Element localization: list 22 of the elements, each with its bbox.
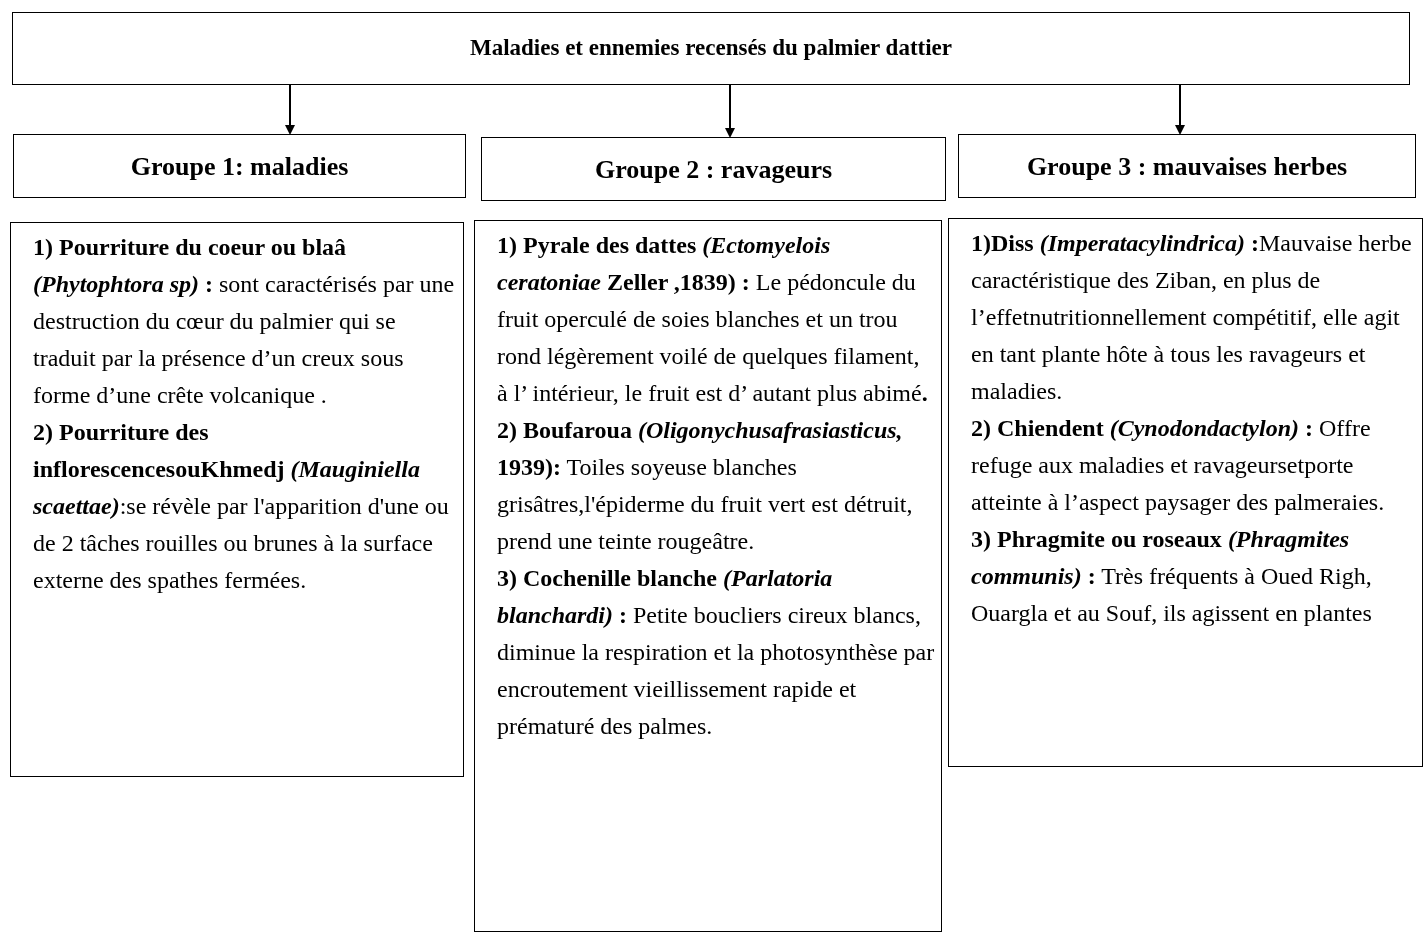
description-box [10,222,464,777]
description-paragraph: 3) Phragmite ou roseaux (Phragmites communis) : Très fréquents à Oued Righ, Ouargla et au Souf, ils agissent en plantes [971,525,1373,628]
group-heading: Groupe 3 : mauvaises herbes [1026,150,1348,183]
description-box [948,218,1423,767]
description-paragraph: 2) Boufaroua (Oligonychusafrasiasticus, 1939): Toiles soyeuse blanches grisâtres,l'épiderme du fruit vert est détruit, prend une teinte rougeâtre. [497,416,914,556]
arrow [1175,84,1185,135]
group-box [13,134,466,198]
description-paragraph: 1) Pourriture du coeur ou blaâ (Phytophtora sp) : sont caractérisés par une destruction du cœur du palmier qui se traduit par la présence d’un creux sous forme d’une crête volcanique . [33,233,456,410]
description-paragraph: 2) Chiendent (Cynodondactylon) : Offre refuge aux maladies et ravageursetporte atteinte à l’aspect paysager des palmeraies. [971,414,1386,517]
group-heading: Groupe 2 : ravageurs [594,153,833,186]
group-box [481,137,946,201]
group-heading: Groupe 1: maladies [130,150,349,183]
description-paragraph: 1) Pyrale des dattes (Ectomyelois ceratoniae Zeller ,1839) : Le pédoncule du fruit operculé de soies blanches et un trou rond légèrement voilé de quelques filament, à l’ intérieur, le fruit est d’ autant plus abimé. [497,231,929,408]
description-box [474,220,942,932]
arrow [725,84,735,138]
description-paragraph: 3) Cochenille blanche (Parlatoria blanchardi) : Petite boucliers cireux blancs, diminue la respiration et la photosynthèse par encroutement vieillissement rapide et prématuré des palmes. [497,564,935,741]
title-box [12,12,1410,85]
description-paragraph: 1)Diss (Imperatacylindrica) :Mauvaise herbe caractéristique des Ziban, en plus de l’effetnutritionnellement compétitif, elle agit en tant plante hôte à tous les ravageurs et maladies. [971,229,1413,406]
arrow [285,84,295,135]
description-paragraph: 2) Pourriture des inflorescencesouKhmedj (Mauginiella scaettae):se révèle par l'apparition d'une ou de 2 tâches rouilles ou brunes à la surface externe des spathes fermées. [33,418,450,595]
group-box [958,134,1416,198]
title-text: Maladies et ennemies recensés du palmier dattier [469,34,953,63]
